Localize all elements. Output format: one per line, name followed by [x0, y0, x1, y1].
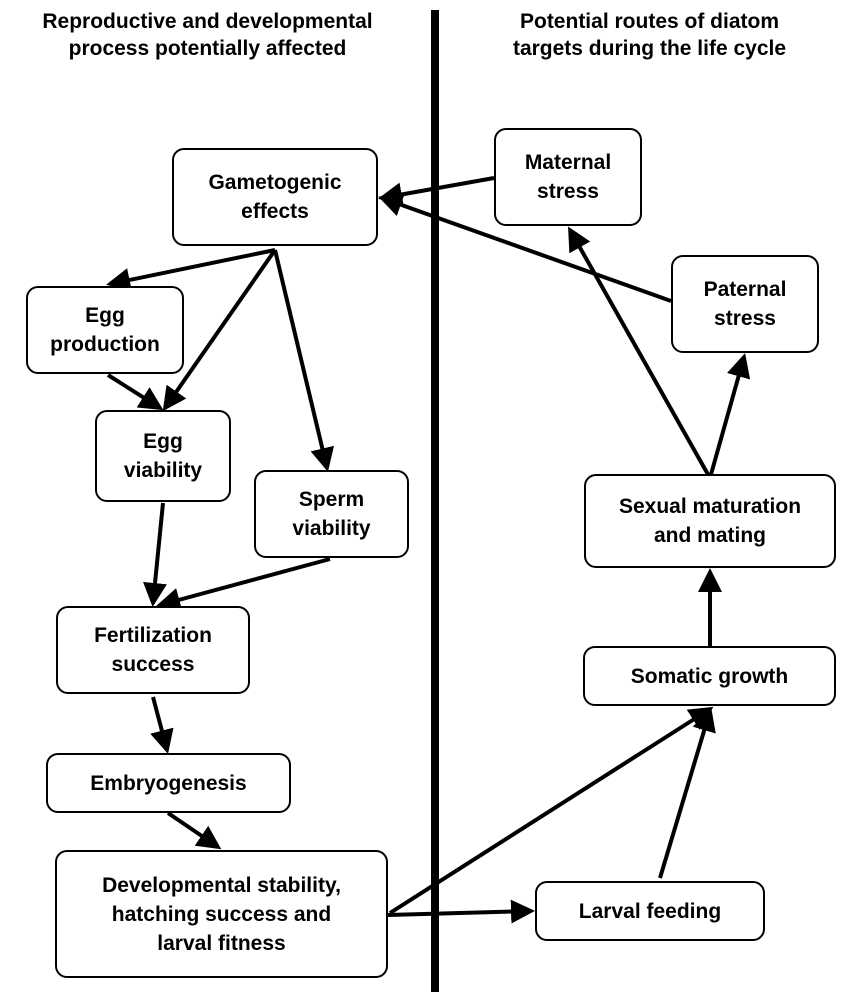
arrow-larval-feeding-to-somatic-growth — [658, 707, 716, 879]
arrow-sperm-viability-to-fertilization — [156, 557, 331, 612]
node-somatic-growth: Somatic growth — [583, 646, 836, 706]
arrow-developmental-to-somatic-growth — [388, 706, 714, 915]
arrow-embryogenesis-to-developmental — [166, 811, 222, 850]
arrow-sexual-maturation-to-paternal-stress — [708, 353, 751, 479]
right-column-header: Potential routes of diatom targets durin… — [512, 10, 787, 60]
node-egg-production: Egg production — [26, 286, 184, 374]
column-divider — [431, 10, 439, 992]
arrow-egg-production-to-egg-viability — [106, 373, 164, 411]
node-developmental-stability: Developmental stability, hatching succes… — [55, 850, 388, 978]
node-paternal-stress: Paternal stress — [671, 255, 819, 353]
arrow-fertilization-to-embryogenesis — [150, 696, 174, 754]
arrow-maternal-stress-to-gametogenic — [378, 176, 495, 207]
arrow-egg-viability-to-fertilization — [143, 502, 167, 607]
arrow-gametogenic-to-sperm-viability — [273, 249, 335, 472]
node-sperm-viability: Sperm viability — [254, 470, 409, 558]
arrow-paternal-stress-to-gametogenic — [378, 193, 672, 303]
node-fertilization-success: Fertilization success — [56, 606, 250, 694]
node-larval-feeding: Larval feeding — [535, 881, 765, 941]
arrow-gametogenic-to-egg-viability — [162, 248, 277, 412]
node-sexual-maturation: Sexual maturation and mating — [584, 474, 836, 568]
node-egg-viability: Egg viability — [95, 410, 231, 502]
node-maternal-stress: Maternal stress — [494, 128, 642, 226]
arrow-developmental-to-larval-feeding — [387, 899, 535, 924]
node-gametogenic-effects: Gametogenic effects — [172, 148, 378, 246]
left-column-header: Reproductive and developmental process p… — [42, 10, 373, 60]
arrow-gametogenic-to-egg-production — [106, 248, 276, 292]
node-embryogenesis: Embryogenesis — [46, 753, 291, 813]
